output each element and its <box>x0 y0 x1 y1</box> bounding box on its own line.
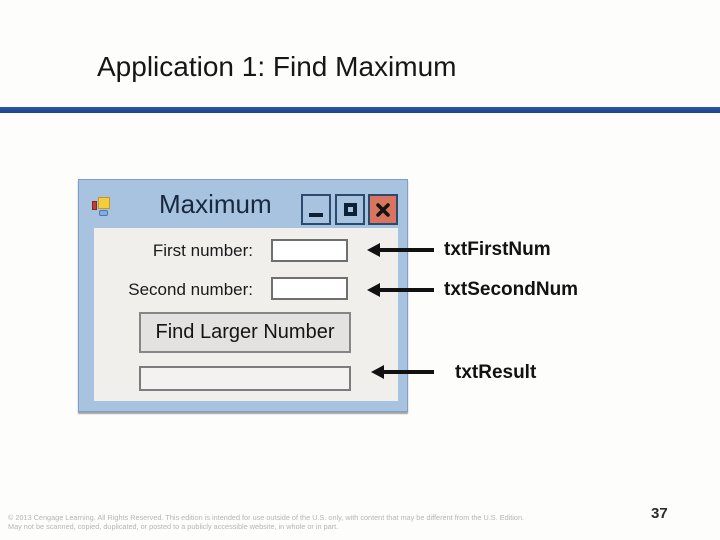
annotation-txtresult: txtResult <box>455 362 537 383</box>
form-client-area: First number: Second number: Find Larger… <box>94 228 398 401</box>
form-titlebar[interactable]: Maximum <box>79 180 407 228</box>
minimize-button[interactable] <box>301 194 331 225</box>
icon-square-yellow <box>98 197 110 209</box>
slide-page-number: 37 <box>651 505 668 522</box>
copyright-line-2: May not be scanned, copied, duplicated, … <box>8 522 339 531</box>
copyright-line-1: © 2013 Cengage Learning. All Rights Rese… <box>8 513 525 522</box>
arrow-to-result-box <box>371 365 434 379</box>
icon-square-blue <box>99 210 108 216</box>
second-number-label: Second number: <box>128 280 253 299</box>
winforms-app-icon <box>92 196 112 218</box>
arrow-to-first-input <box>367 243 434 257</box>
annotation-txtsecondnum: txtSecondNum <box>444 279 579 300</box>
window-title: Maximum <box>159 189 272 219</box>
find-larger-number-button[interactable]: Find Larger Number <box>139 312 351 353</box>
first-number-input[interactable] <box>271 239 348 262</box>
icon-square-red <box>92 201 97 210</box>
slide-title: Application 1: Find Maximum <box>97 51 457 82</box>
title-divider <box>0 107 720 113</box>
minimize-icon <box>309 212 323 217</box>
close-icon <box>376 202 390 217</box>
result-output-box[interactable] <box>139 366 351 391</box>
maximum-form-window: Maximum First number: Second number: Fin… <box>78 179 408 412</box>
second-number-input[interactable] <box>271 277 348 300</box>
arrow-to-second-input <box>367 283 434 297</box>
first-number-label: First number: <box>152 241 253 260</box>
annotation-txtfirstnum: txtFirstNum <box>444 239 551 260</box>
close-button[interactable] <box>368 194 398 225</box>
maximize-button[interactable] <box>335 194 365 225</box>
maximize-icon <box>343 203 357 216</box>
